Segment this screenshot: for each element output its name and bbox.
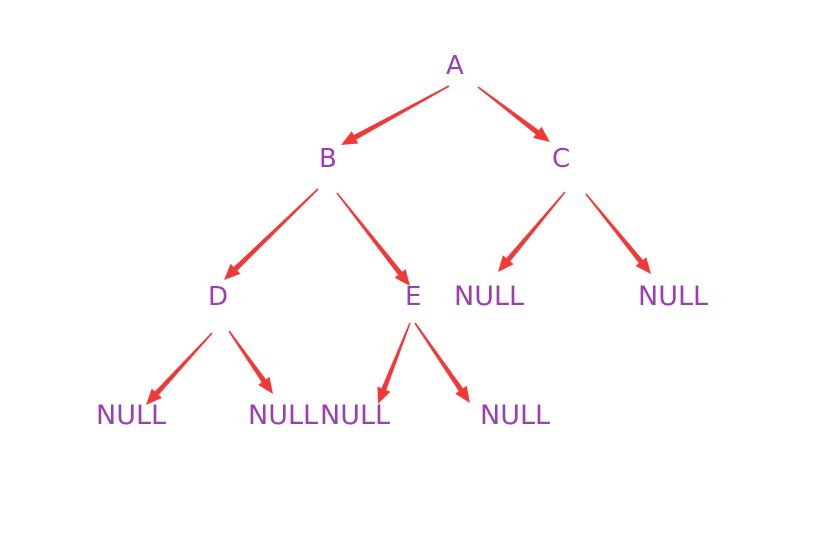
arrow-a-to-b xyxy=(341,85,450,145)
null-leaf-d-left: NULL xyxy=(96,400,167,431)
null-leaf-c-right: NULL xyxy=(638,281,709,312)
null-leaf-d-right: NULL xyxy=(248,400,319,431)
arrow-d-to-null-right xyxy=(228,330,273,394)
tree-node-c: C xyxy=(552,144,571,174)
arrow-d-to-null-left xyxy=(146,332,213,405)
arrow-b-to-d xyxy=(224,188,319,280)
arrow-a-to-c xyxy=(477,86,550,142)
null-leaf-e-left: NULL xyxy=(320,400,391,431)
null-leaf-c-left: NULL xyxy=(454,281,525,312)
arrow-c-to-null-left xyxy=(498,191,566,272)
null-leaf-e-right: NULL xyxy=(480,400,551,431)
tree-node-e: E xyxy=(405,282,422,312)
arrow-c-to-null-right xyxy=(585,193,651,274)
arrow-e-to-null-right xyxy=(414,322,470,403)
arrow-e-to-null-left xyxy=(377,322,411,404)
tree-node-d: D xyxy=(208,282,229,312)
arrow-b-to-e xyxy=(336,192,410,286)
tree-node-a: A xyxy=(446,51,464,81)
tree-node-b: B xyxy=(319,144,337,174)
